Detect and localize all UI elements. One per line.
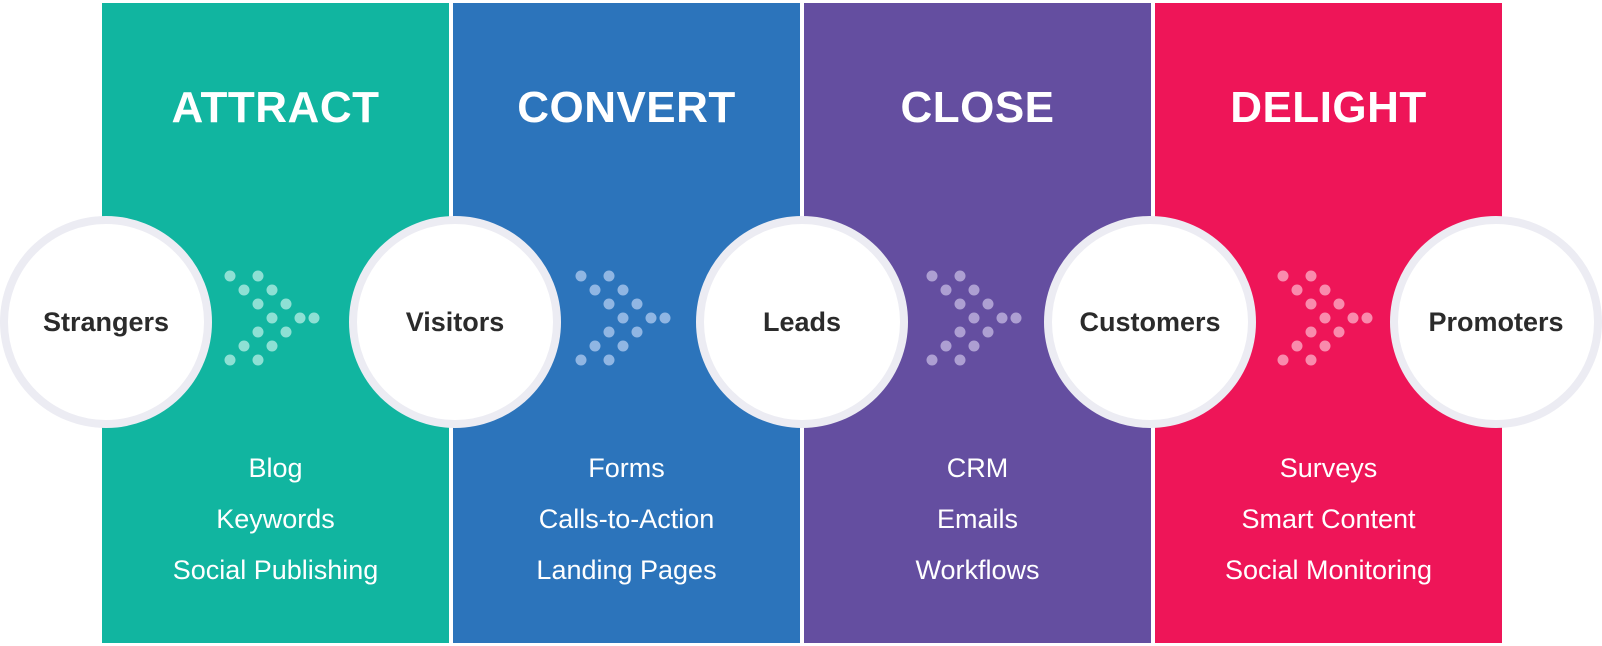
arrow-dot — [294, 312, 306, 324]
arrow-dot — [266, 284, 278, 296]
tool-item: Emails — [936, 504, 1018, 534]
stage-tools-list: Forms Calls-to-Action Landing Pages — [453, 443, 800, 596]
stage-tools-list: CRM Emails Workflows — [804, 443, 1151, 596]
milestone-visitors: Visitors — [349, 216, 561, 428]
arrow-dot — [982, 298, 994, 310]
tool-item: Social Publishing — [172, 555, 379, 585]
arrow-dot — [603, 298, 615, 310]
tool-item: Landing Pages — [536, 555, 717, 585]
arrow-dot — [1291, 340, 1303, 352]
arrow-dot — [659, 312, 671, 324]
tool-item: Blog — [248, 453, 303, 483]
dotted-chevron-right-icon — [1277, 270, 1373, 366]
arrow-dot — [238, 284, 250, 296]
dotted-chevron-right-icon — [926, 270, 1022, 366]
arrow-dot — [631, 326, 643, 338]
arrow-dot — [1347, 312, 1359, 324]
arrow-dot — [1333, 298, 1345, 310]
milestone-label: Leads — [762, 306, 842, 337]
milestone-label: Strangers — [42, 306, 170, 337]
arrow-dot — [940, 284, 952, 296]
arrow-dot — [1277, 354, 1289, 366]
tool-item: Social Monitoring — [1224, 555, 1433, 585]
arrow-dot — [252, 326, 264, 338]
arrow-dot — [1333, 326, 1345, 338]
arrow-dot — [645, 312, 657, 324]
arrow-dot — [280, 326, 292, 338]
arrow-dot — [954, 298, 966, 310]
arrow-dot — [940, 340, 952, 352]
arrow-dot — [1319, 340, 1331, 352]
dotted-chevron-right-icon — [575, 270, 671, 366]
arrow-dot — [575, 270, 587, 282]
arrow-dot — [589, 284, 601, 296]
arrow-dot — [1305, 354, 1317, 366]
tool-item: Smart Content — [1241, 504, 1416, 534]
stage-tools-list: Blog Keywords Social Publishing — [102, 443, 449, 596]
milestone-customers: Customers — [1044, 216, 1256, 428]
arrow-dot — [1319, 284, 1331, 296]
arrow-dot — [617, 312, 629, 324]
milestone-label: Promoters — [1428, 306, 1564, 337]
arrow-dot — [266, 340, 278, 352]
milestone-promoters: Promoters — [1390, 216, 1602, 428]
arrow-dot — [238, 340, 250, 352]
arrow-dot — [603, 354, 615, 366]
milestone-leads: Leads — [696, 216, 908, 428]
arrow-dot — [224, 270, 236, 282]
dotted-chevron-right-icon — [224, 270, 320, 366]
arrow-dot — [1361, 312, 1373, 324]
arrow-dot — [1277, 270, 1289, 282]
arrow-dot — [266, 312, 278, 324]
arrow-dot — [603, 326, 615, 338]
milestone-label: Visitors — [405, 306, 505, 337]
arrow-dot — [280, 298, 292, 310]
arrow-dot — [1291, 284, 1303, 296]
arrow-dot — [968, 340, 980, 352]
tool-item: Workflows — [915, 555, 1040, 585]
arrow-dot — [252, 354, 264, 366]
arrow-dot — [1319, 312, 1331, 324]
arrow-dot — [968, 312, 980, 324]
stage-tools-list: Surveys Smart Content Social Monitoring — [1155, 443, 1502, 596]
arrow-dot — [954, 326, 966, 338]
stage-title: CONVERT — [517, 83, 736, 132]
arrow-dot — [617, 340, 629, 352]
arrow-dot — [252, 270, 264, 282]
stage-title: CLOSE — [900, 83, 1055, 132]
arrow-dot — [252, 298, 264, 310]
arrow-dot — [308, 312, 320, 324]
arrow-dot — [926, 270, 938, 282]
arrow-dot — [1010, 312, 1022, 324]
arrow-dot — [996, 312, 1008, 324]
arrow-dot — [1305, 326, 1317, 338]
arrow-dot — [603, 270, 615, 282]
arrow-dot — [631, 298, 643, 310]
tool-item: Surveys — [1279, 453, 1378, 483]
arrow-dot — [224, 354, 236, 366]
arrow-dot — [1305, 270, 1317, 282]
arrow-dot — [926, 354, 938, 366]
arrow-dot — [968, 284, 980, 296]
arrow-dot — [617, 284, 629, 296]
arrow-dot — [589, 340, 601, 352]
milestone-strangers: Strangers — [0, 216, 212, 428]
arrow-dot — [575, 354, 587, 366]
arrow-dot — [954, 270, 966, 282]
stage-title: DELIGHT — [1230, 83, 1427, 132]
stage-title: ATTRACT — [171, 83, 380, 132]
milestone-label: Customers — [1079, 306, 1221, 337]
arrow-dot — [954, 354, 966, 366]
tool-item: Calls-to-Action — [538, 504, 715, 534]
tool-item: Forms — [588, 453, 665, 483]
arrow-dot — [982, 326, 994, 338]
tool-item: CRM — [946, 453, 1009, 483]
arrow-dot — [1305, 298, 1317, 310]
tool-item: Keywords — [216, 504, 335, 534]
